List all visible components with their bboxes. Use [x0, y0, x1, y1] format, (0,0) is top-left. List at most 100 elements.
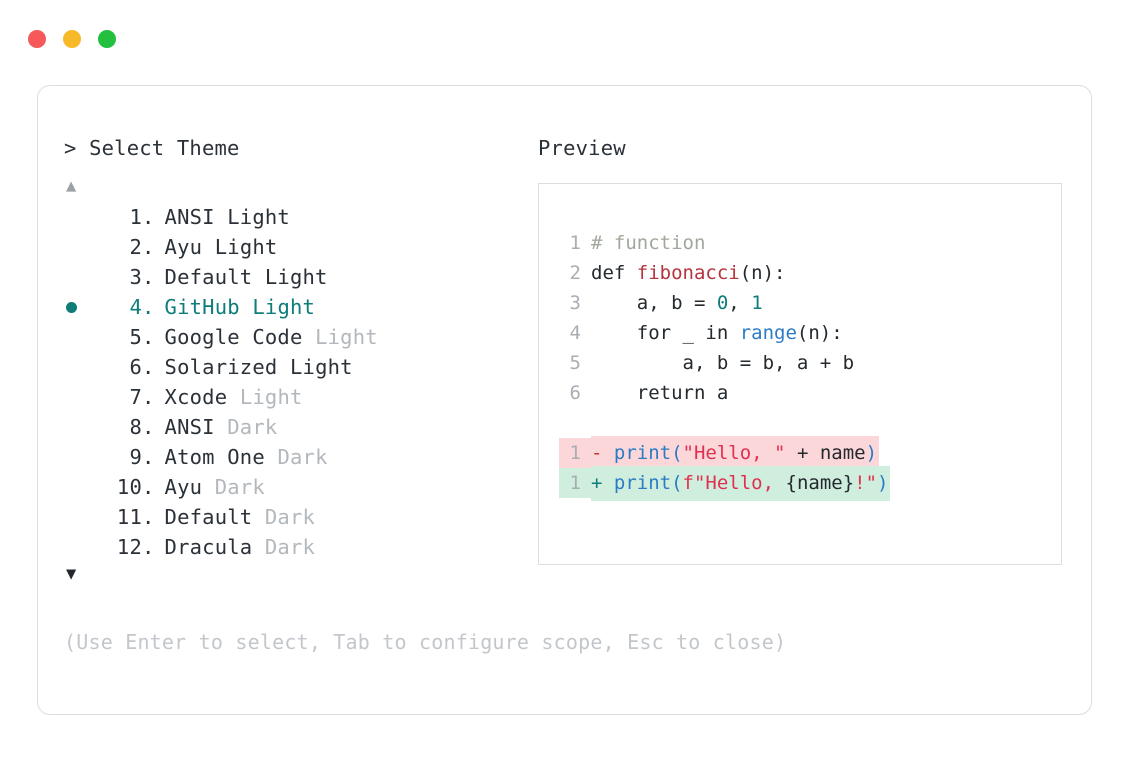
theme-item-name: ANSI	[164, 415, 215, 439]
code-token: f"Hello,	[682, 471, 786, 494]
code-token: {name}	[785, 471, 855, 494]
theme-item-spacer	[215, 202, 228, 232]
theme-item-variant: Dark	[277, 445, 328, 469]
theme-item-index: 2	[129, 235, 142, 259]
theme-list-item[interactable]: 8. ANSI Dark	[64, 412, 534, 442]
theme-item-spacer	[215, 412, 228, 442]
close-window-button[interactable]	[28, 30, 46, 48]
theme-item-name: ANSI	[164, 205, 215, 229]
theme-item-index-separator: .	[142, 265, 155, 289]
code-line-text: + print(f"Hello, {name}!")	[591, 465, 891, 501]
maximize-window-button[interactable]	[98, 30, 116, 48]
theme-item-index-separator: .	[142, 475, 155, 499]
theme-item-index-separator: .	[142, 325, 155, 349]
diff-added-line: 1+ print(f"Hello, {name}!")	[559, 465, 1061, 501]
code-token: (	[671, 471, 683, 494]
code-token: ,	[728, 292, 752, 314]
theme-item-variant: Dark	[227, 415, 278, 439]
theme-item-name: Ayu	[164, 235, 203, 259]
theme-item-index-separator: .	[142, 445, 155, 469]
theme-item-spacer	[252, 532, 265, 562]
theme-list-item[interactable]: 7.Xcode Light	[64, 382, 534, 412]
code-token: )	[877, 471, 889, 494]
theme-item-index: 6	[129, 355, 142, 379]
code-line: 5 a, b = b, a + b	[559, 348, 1061, 378]
code-line-text: for _ in range(n):	[591, 318, 843, 348]
code-blank-line	[559, 408, 1061, 438]
theme-item-name: GitHub	[164, 295, 240, 319]
code-token: a, b =	[591, 292, 717, 314]
theme-list-item[interactable]: 1.ANSI Light	[64, 202, 534, 232]
theme-item-spacer	[202, 472, 215, 502]
theme-item-index-separator: .	[142, 295, 155, 319]
code-line-text: # function	[591, 228, 705, 258]
theme-item-index: 8	[129, 415, 142, 439]
theme-item-variant: Light	[239, 385, 303, 409]
code-line-number: 1	[569, 232, 581, 254]
theme-list-item[interactable]: 12. Dracula Dark	[64, 532, 534, 562]
theme-list-item[interactable]: 5.Google Code Light	[64, 322, 534, 352]
theme-item-variant: Dark	[264, 535, 316, 559]
code-token: (	[671, 441, 683, 464]
theme-item-index: 12	[116, 535, 142, 559]
theme-item-index-separator: .	[142, 355, 155, 379]
theme-item-index: 10	[116, 475, 142, 499]
theme-item-name: Solarized	[164, 355, 278, 379]
code-token: (n):	[739, 262, 786, 284]
theme-item-variant: Light	[315, 325, 378, 349]
theme-item-index: 5	[129, 325, 142, 349]
code-line-text: a, b = b, a + b	[591, 348, 855, 378]
code-line-number: 6	[569, 382, 581, 404]
selection-bullet-icon	[64, 301, 94, 313]
theme-item-variant: Dark	[264, 505, 316, 529]
keyboard-hint: (Use Enter to select, Tab to configure s…	[64, 630, 787, 654]
theme-item-name: Dracula	[164, 535, 253, 559]
theme-item-spacer	[240, 292, 253, 322]
diff-removed-line: 1- print("Hello, " + name)	[559, 435, 1061, 471]
code-token: print	[613, 441, 672, 464]
code-token: return a	[591, 382, 729, 404]
code-line-number: 1	[559, 468, 591, 498]
theme-item-spacer	[202, 232, 215, 262]
theme-item-name: Default	[164, 505, 253, 529]
theme-item-spacer	[252, 502, 265, 532]
code-token: print	[613, 471, 672, 494]
theme-item-index: 3	[129, 265, 142, 289]
code-token: !"	[854, 471, 878, 494]
theme-item-variant: Light	[264, 265, 328, 289]
theme-item-index-separator: .	[142, 415, 155, 439]
theme-item-index: 7	[129, 385, 142, 409]
theme-item-index-separator: .	[142, 505, 155, 529]
theme-list-item[interactable]: 9.Atom One Dark	[64, 442, 534, 472]
theme-list-item[interactable]: 4.GitHub Light	[64, 292, 534, 322]
theme-item-variant: Light	[252, 295, 316, 319]
theme-list-item[interactable]: 11. Default Dark	[64, 502, 534, 532]
minimize-window-button[interactable]	[63, 30, 81, 48]
code-token: def	[591, 262, 637, 284]
theme-item-name: Default	[164, 265, 253, 289]
theme-item-index-separator: .	[142, 235, 155, 259]
code-token: # function	[591, 232, 706, 254]
theme-item-variant: Light	[227, 205, 290, 229]
code-line-number: 2	[569, 262, 581, 284]
theme-item-index-separator: .	[142, 535, 155, 559]
theme-list-item[interactable]: 3. Default Light	[64, 262, 534, 292]
code-line-number: 4	[569, 322, 581, 344]
code-token: 1	[751, 292, 763, 314]
theme-item-spacer	[227, 382, 240, 412]
scroll-up-arrow-icon[interactable]: ▲	[66, 176, 77, 196]
scroll-down-arrow-icon[interactable]: ▼	[66, 564, 77, 584]
code-line: 6 return a	[559, 378, 1061, 408]
theme-item-index: 11	[116, 505, 142, 529]
code-line-number: 3	[569, 292, 581, 314]
theme-list-item[interactable]: 2. Ayu Light	[64, 232, 534, 262]
theme-item-name: Atom One	[164, 445, 265, 469]
theme-list-item[interactable]: 10. Ayu Dark	[64, 472, 534, 502]
theme-list-item[interactable]: 6.Solarized Light	[64, 352, 534, 382]
theme-item-variant: Light	[214, 235, 278, 259]
theme-item-variant: Dark	[214, 475, 265, 499]
theme-item-name: Ayu	[164, 475, 203, 499]
